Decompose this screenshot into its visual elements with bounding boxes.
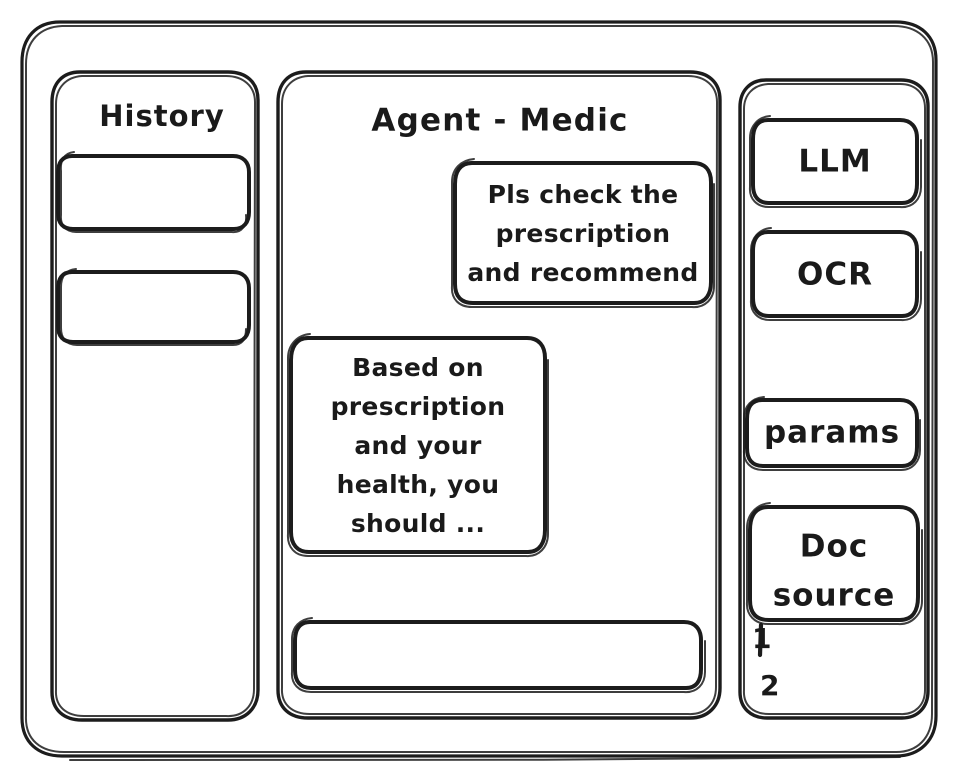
doc-source-button[interactable]: Doc source: [745, 502, 923, 626]
doc-source-list-item-1[interactable]: 1: [752, 622, 771, 655]
message-bubble-user: Pls check the prescription and recommend: [450, 158, 715, 309]
message-assistant-line-2: prescription: [331, 392, 506, 421]
history-item-2[interactable]: [56, 268, 251, 346]
params-button[interactable]: params: [742, 396, 921, 471]
message-assistant-line-3: and your: [354, 431, 482, 460]
history-panel: [50, 70, 260, 722]
doc-source-list-item-2[interactable]: 2: [760, 669, 779, 702]
tools-panel: [738, 78, 930, 720]
message-input[interactable]: [290, 617, 706, 694]
ocr-button-label: OCR: [797, 257, 873, 293]
message-user-line-2: prescription: [496, 219, 671, 248]
page-title: Agent - Medic: [371, 103, 628, 139]
doc-source-line-1: Doc: [800, 529, 868, 565]
llm-button-label: LLM: [798, 144, 871, 180]
message-user-line-1: Pls check the: [488, 180, 679, 209]
main-panel: [276, 70, 722, 720]
window-frame: [20, 20, 938, 762]
message-assistant-line-4: health, you: [337, 470, 500, 499]
message-bubble-assistant: Based on prescription and your health, y…: [286, 333, 549, 558]
history-title: History: [99, 99, 224, 133]
llm-button[interactable]: LLM: [748, 115, 922, 209]
message-assistant-line-1: Based on: [352, 353, 484, 382]
message-user-line-3: and recommend: [467, 258, 698, 287]
message-assistant-line-5: should ...: [351, 509, 485, 538]
params-button-label: params: [764, 415, 900, 451]
doc-source-list: 1 2: [752, 622, 779, 702]
history-item-1[interactable]: [56, 151, 251, 234]
doc-source-line-2: source: [773, 578, 896, 614]
ocr-button[interactable]: OCR: [749, 227, 922, 322]
